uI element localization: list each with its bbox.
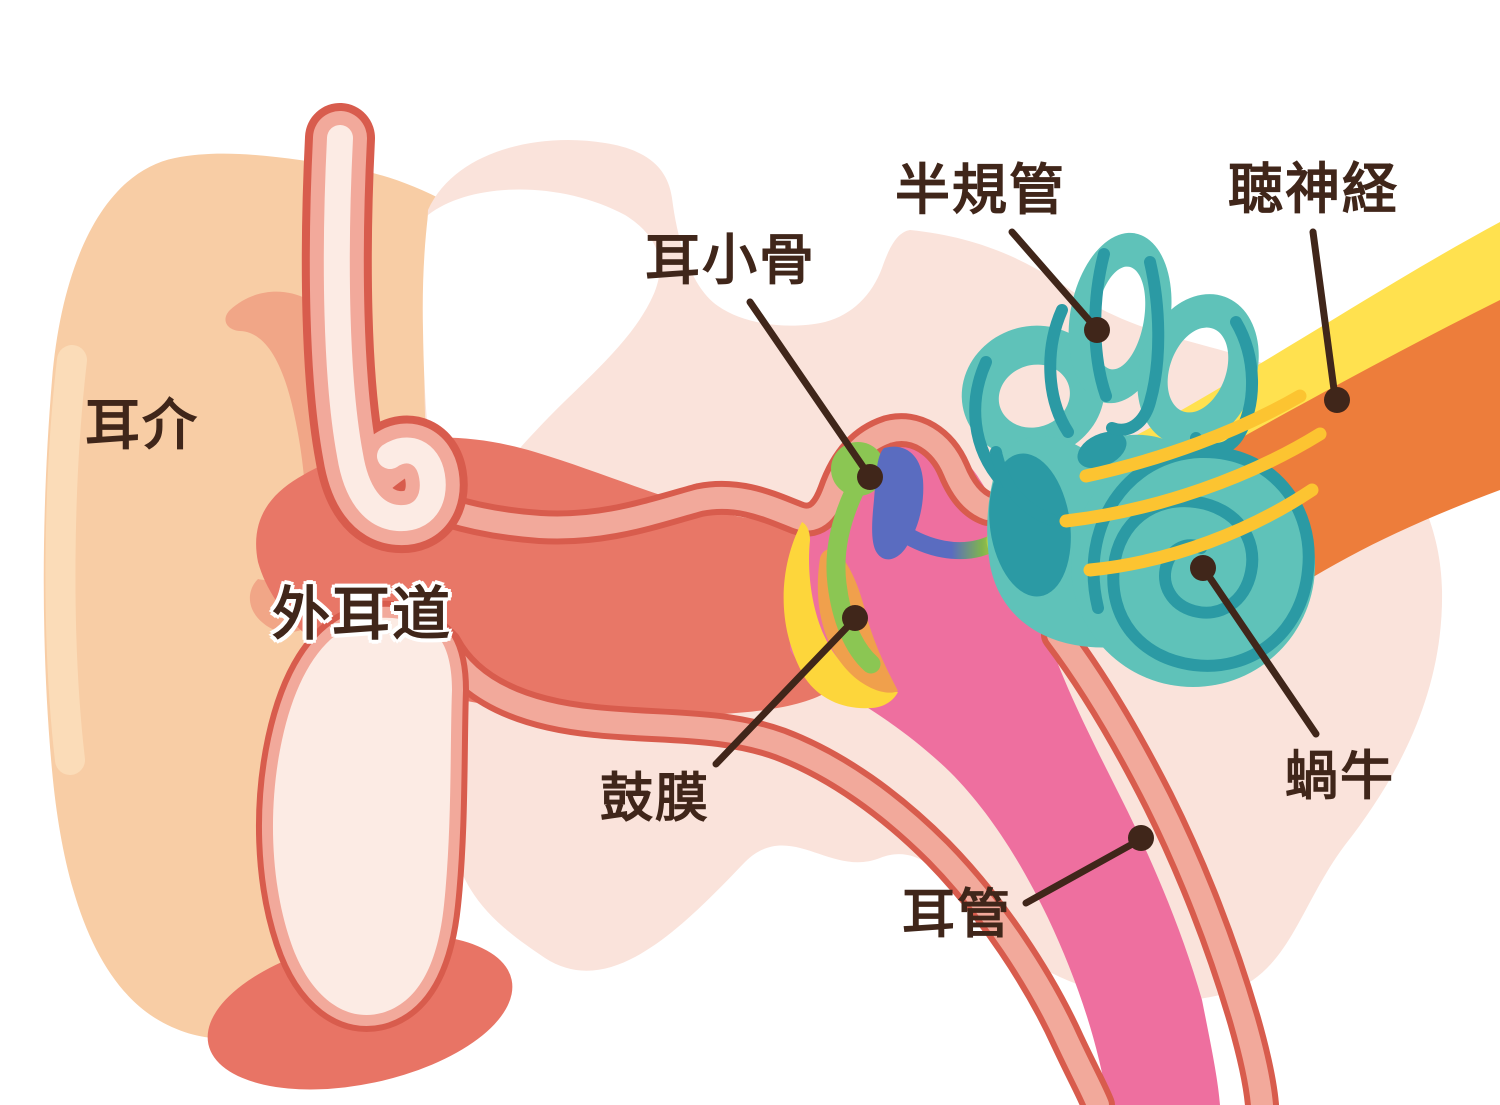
pinna-highlight bbox=[45, 345, 87, 775]
middle-ear-cavity bbox=[790, 439, 1220, 1105]
label-cochlea: 蝸牛 bbox=[1285, 746, 1395, 807]
canal-walls bbox=[361, 413, 1279, 1105]
label-semicircular-canals: 半規管 bbox=[895, 158, 1067, 222]
bone-notch-white bbox=[422, 189, 660, 507]
dot-eardrum bbox=[842, 605, 868, 631]
lobe-fold bbox=[256, 600, 470, 1032]
dot-auditory-nerve bbox=[1324, 387, 1350, 413]
canal-accents bbox=[969, 248, 1258, 526]
dot-cochlea bbox=[1190, 555, 1216, 581]
dot-ossicles bbox=[857, 464, 883, 490]
vestibule-notch bbox=[1077, 431, 1127, 469]
leader-cochlea bbox=[1202, 568, 1320, 738]
inner-ear-group bbox=[961, 232, 1315, 687]
semicircular-canal-ring-right bbox=[1137, 294, 1259, 446]
leader-lines bbox=[712, 228, 1350, 907]
leader-semicircular bbox=[1008, 228, 1099, 331]
leader-eustachian bbox=[1022, 838, 1140, 907]
dot-semicircular bbox=[1084, 317, 1110, 343]
front-tube bbox=[301, 103, 468, 554]
label-eardrum: 鼓膜 bbox=[600, 768, 710, 829]
leader-eardrum bbox=[712, 618, 856, 768]
malleus-handle bbox=[826, 482, 881, 674]
cochlea-spiral bbox=[1087, 445, 1315, 672]
label-eustachian-tube: 耳管 bbox=[902, 884, 1012, 945]
label-auricle: 耳介 bbox=[85, 393, 200, 457]
label-ear-canal: 外耳道 bbox=[272, 580, 453, 648]
dot-eustachian bbox=[1128, 825, 1154, 851]
label-auditory-nerve: 聴神経 bbox=[1228, 157, 1400, 221]
label-ossicles: 耳小骨 bbox=[645, 228, 817, 292]
nerve-fibers bbox=[1059, 389, 1327, 577]
leader-auditory-nerve bbox=[1309, 228, 1339, 401]
leader-ossicles bbox=[746, 298, 872, 478]
